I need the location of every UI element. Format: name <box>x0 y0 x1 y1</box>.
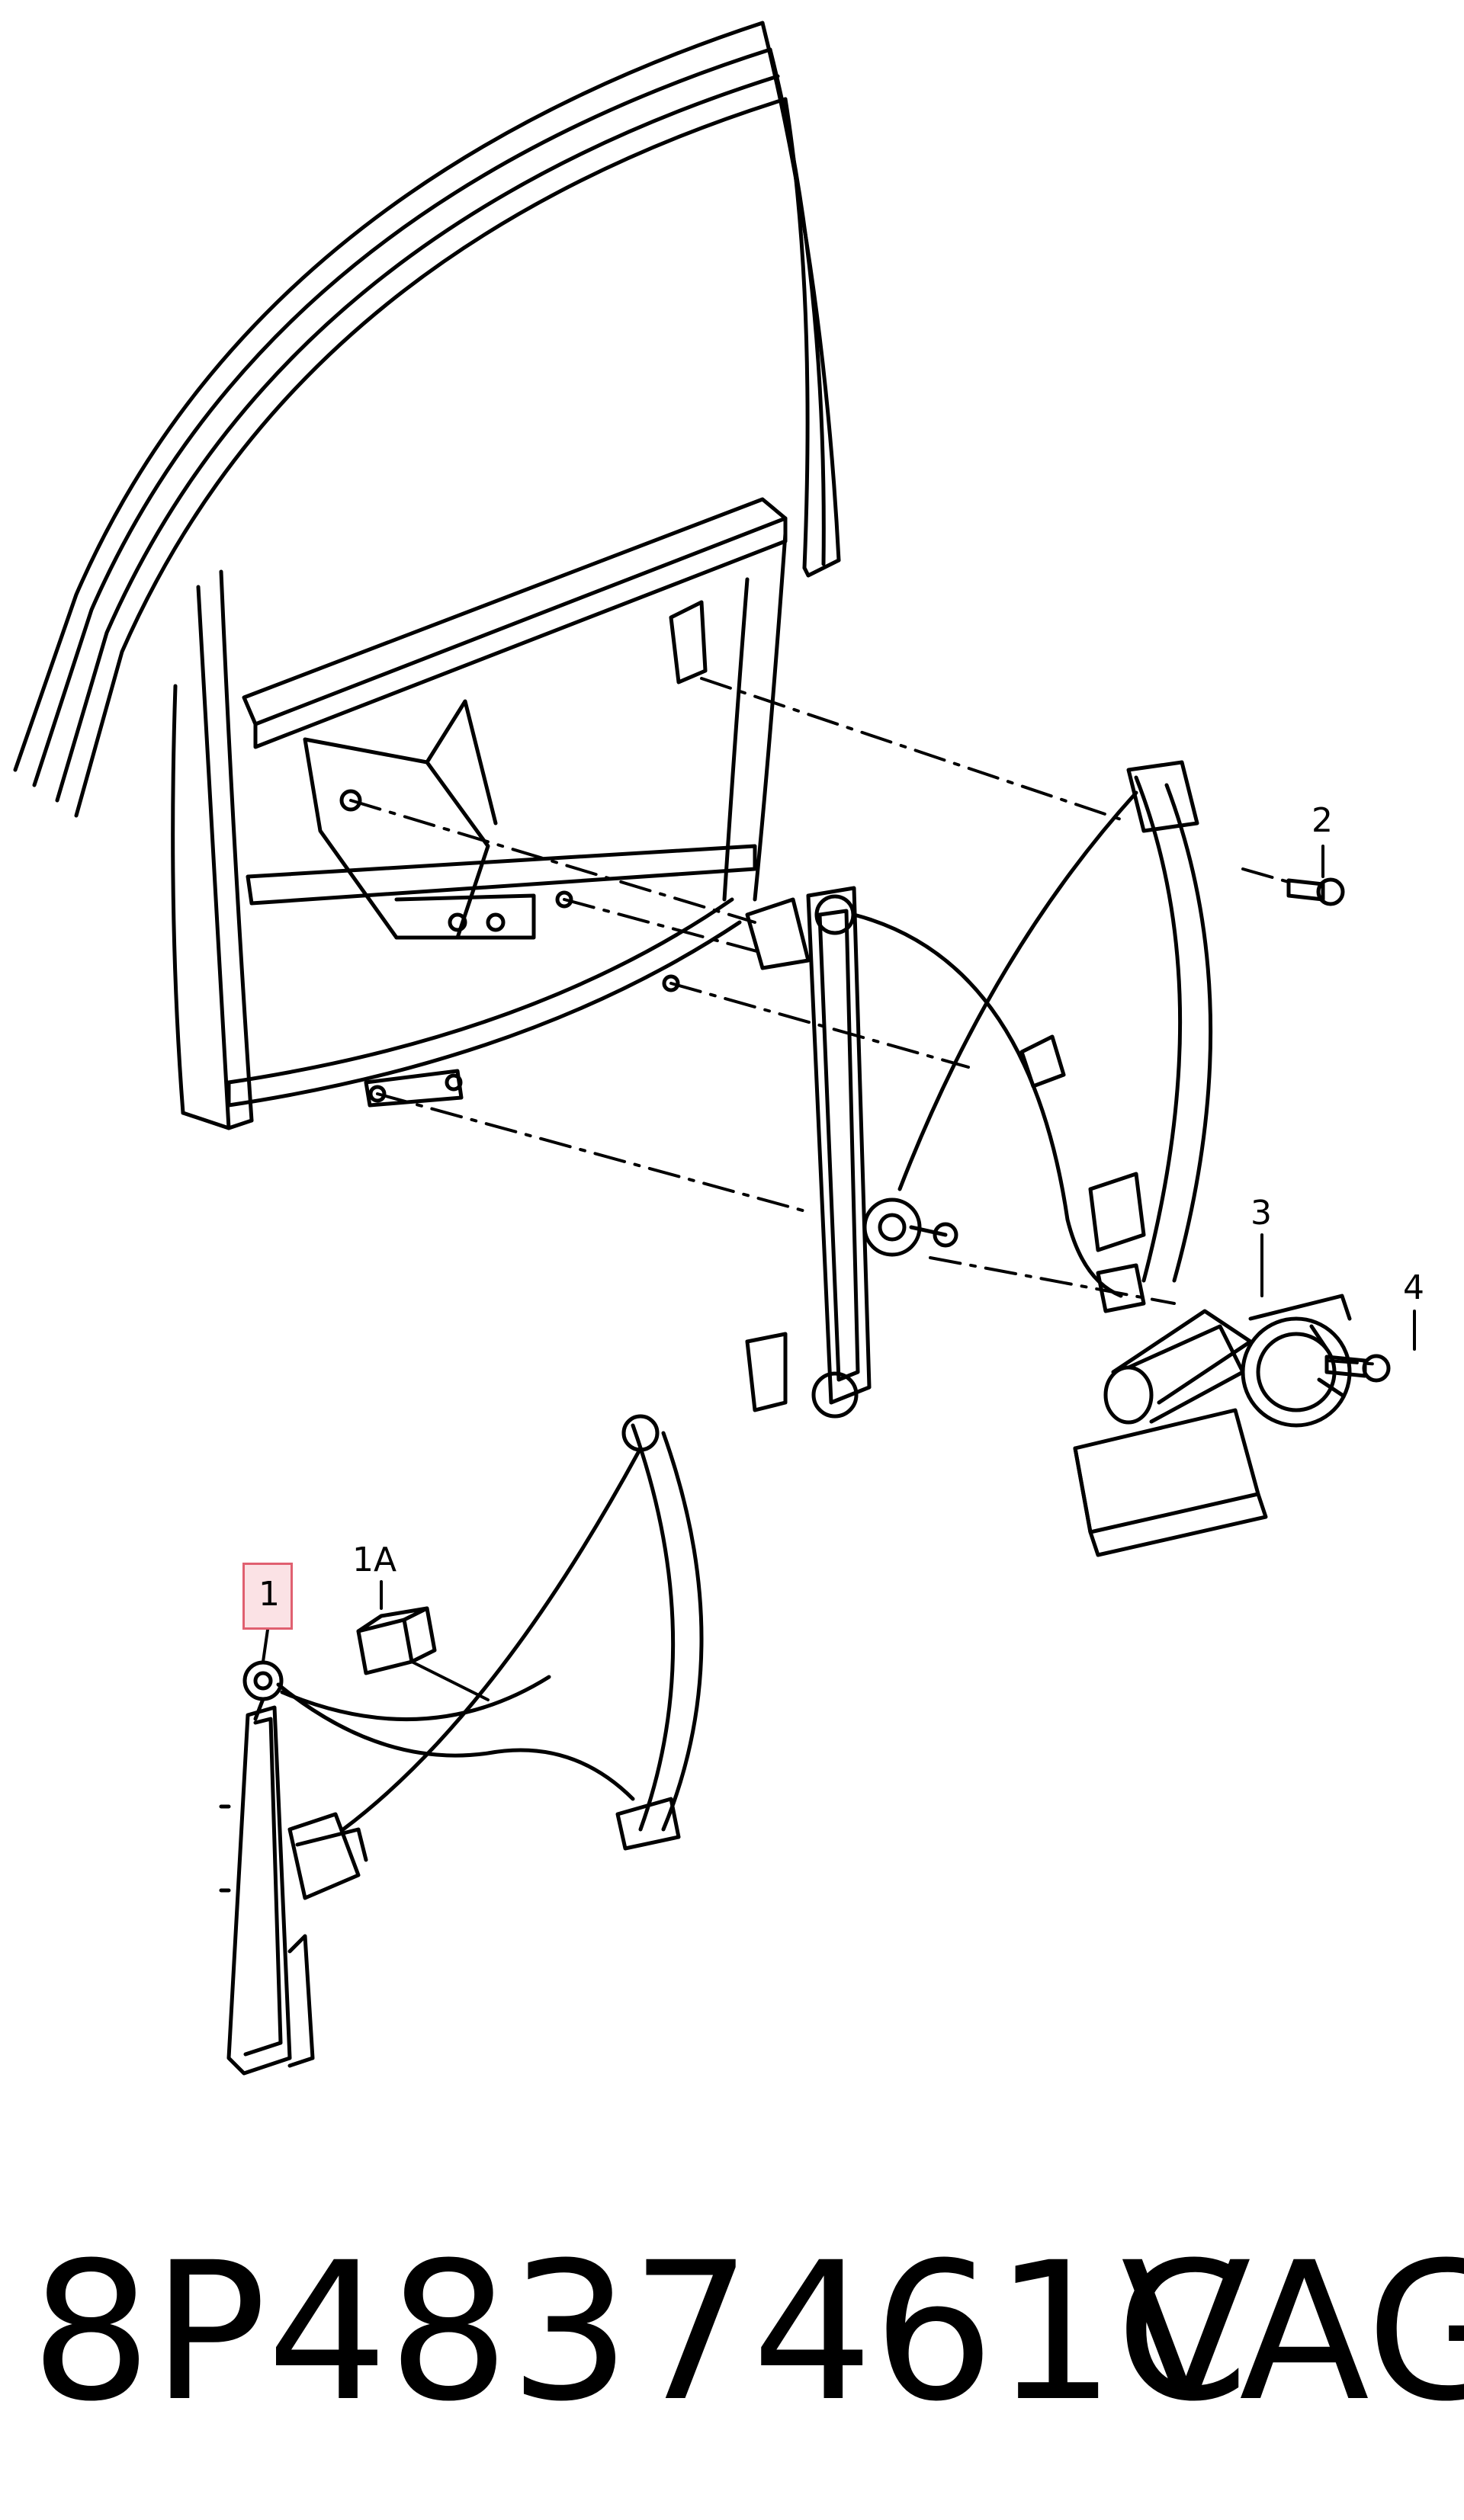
screws <box>1286 877 1391 1383</box>
brand-name: VAG <box>1121 2221 1464 2443</box>
callout-3: 3 <box>1250 1194 1272 1233</box>
exploded-parts-diagram <box>13 21 1416 2076</box>
callout-1-highlight <box>242 1563 293 1630</box>
callout-2: 2 <box>1312 801 1333 840</box>
callout-1a: 1A <box>352 1541 397 1579</box>
door-frame <box>13 21 841 1130</box>
callout-1: 1 <box>258 1575 280 1614</box>
motor <box>1073 1294 1352 1557</box>
part-number: 8P4837461C <box>30 2221 1249 2443</box>
clip-1a <box>356 1606 490 1701</box>
callout-4: 4 <box>1403 1268 1424 1307</box>
window-regulator-assembled <box>745 760 1213 1419</box>
leader-lines <box>262 845 1416 1663</box>
window-regulator-loose <box>219 1414 704 2076</box>
assembly-lines <box>349 677 1382 1366</box>
